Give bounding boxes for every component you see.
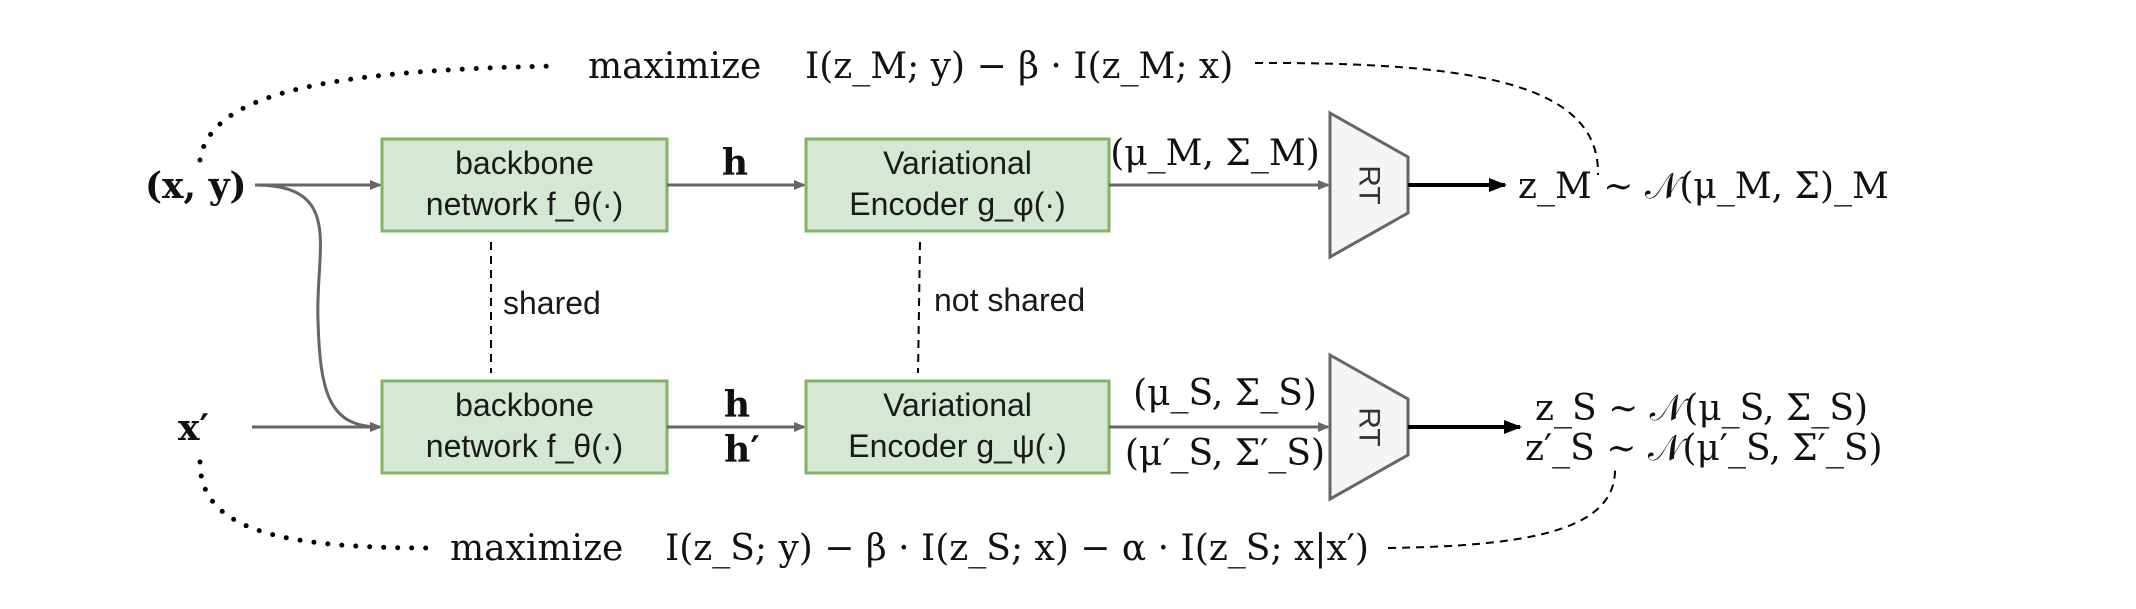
output-prime-bottom: z′_S ∼ 𝒩(μ′_S, Σ′_S) — [1525, 428, 1883, 469]
rt-trapezoid-bottom — [1328, 352, 1410, 502]
rt-trapezoid-top — [1328, 110, 1410, 260]
top-dashed-curve — [1254, 61, 1600, 176]
rt-label-top: RT — [1353, 165, 1386, 204]
encoder-bottom-line1: Variational — [883, 387, 1032, 423]
label-h-top: h — [722, 142, 748, 184]
backbone-bottom-line2: network f_θ(·) — [426, 428, 623, 464]
rt-label-bottom: RT — [1353, 407, 1386, 446]
bottom-objective-maximize: maximize — [450, 528, 623, 569]
output-bottom: z_S ∼ 𝒩(μ_S, Σ_S) — [1535, 388, 1868, 429]
bottom-objective-expression: I(z_S; y) − β · I(z_S; x) − α · I(z_S; x… — [665, 528, 1369, 569]
label-not-shared: not shared — [934, 282, 1085, 318]
encoder-top-line2: Encoder g_φ(·) — [849, 186, 1065, 222]
top-objective-maximize: maximize — [588, 46, 761, 87]
encoder-bottom-line2: Encoder g_ψ(·) — [848, 428, 1066, 464]
variational-encoder-bottom — [804, 379, 1111, 475]
params-top: (μ_M, Σ_M) — [1110, 133, 1320, 174]
backbone-top-line1: backbone — [455, 145, 594, 181]
label-h-prime-bottom: h′ — [724, 429, 760, 471]
not-shared-link — [917, 241, 921, 374]
bottom-dotted-curve — [197, 459, 433, 551]
label-h-bottom: h — [724, 384, 750, 426]
bottom-dashed-curve — [1387, 469, 1616, 549]
arrow-xy-to-backbone-bottom — [254, 183, 382, 432]
top-dotted-curve — [197, 63, 563, 163]
params-bottom: (μ_S, Σ_S) — [1133, 373, 1317, 414]
encoder-top-line1: Variational — [883, 145, 1032, 181]
output-top: z_M ∼ 𝒩(μ_M, Σ)_M — [1518, 166, 1889, 207]
label-shared: shared — [503, 285, 601, 321]
variational-encoder-top — [804, 137, 1111, 233]
input-xy: (x, y) — [145, 165, 247, 207]
params-prime-bottom: (μ′_S, Σ′_S) — [1125, 433, 1325, 474]
backbone-network-top — [380, 137, 669, 233]
top-objective-expression: I(z_M; y) − β · I(z_M; x) — [805, 46, 1233, 87]
backbone-top-line2: network f_θ(·) — [426, 186, 623, 222]
backbone-bottom-line1: backbone — [455, 387, 594, 423]
input-x-prime: x′ — [178, 407, 209, 449]
